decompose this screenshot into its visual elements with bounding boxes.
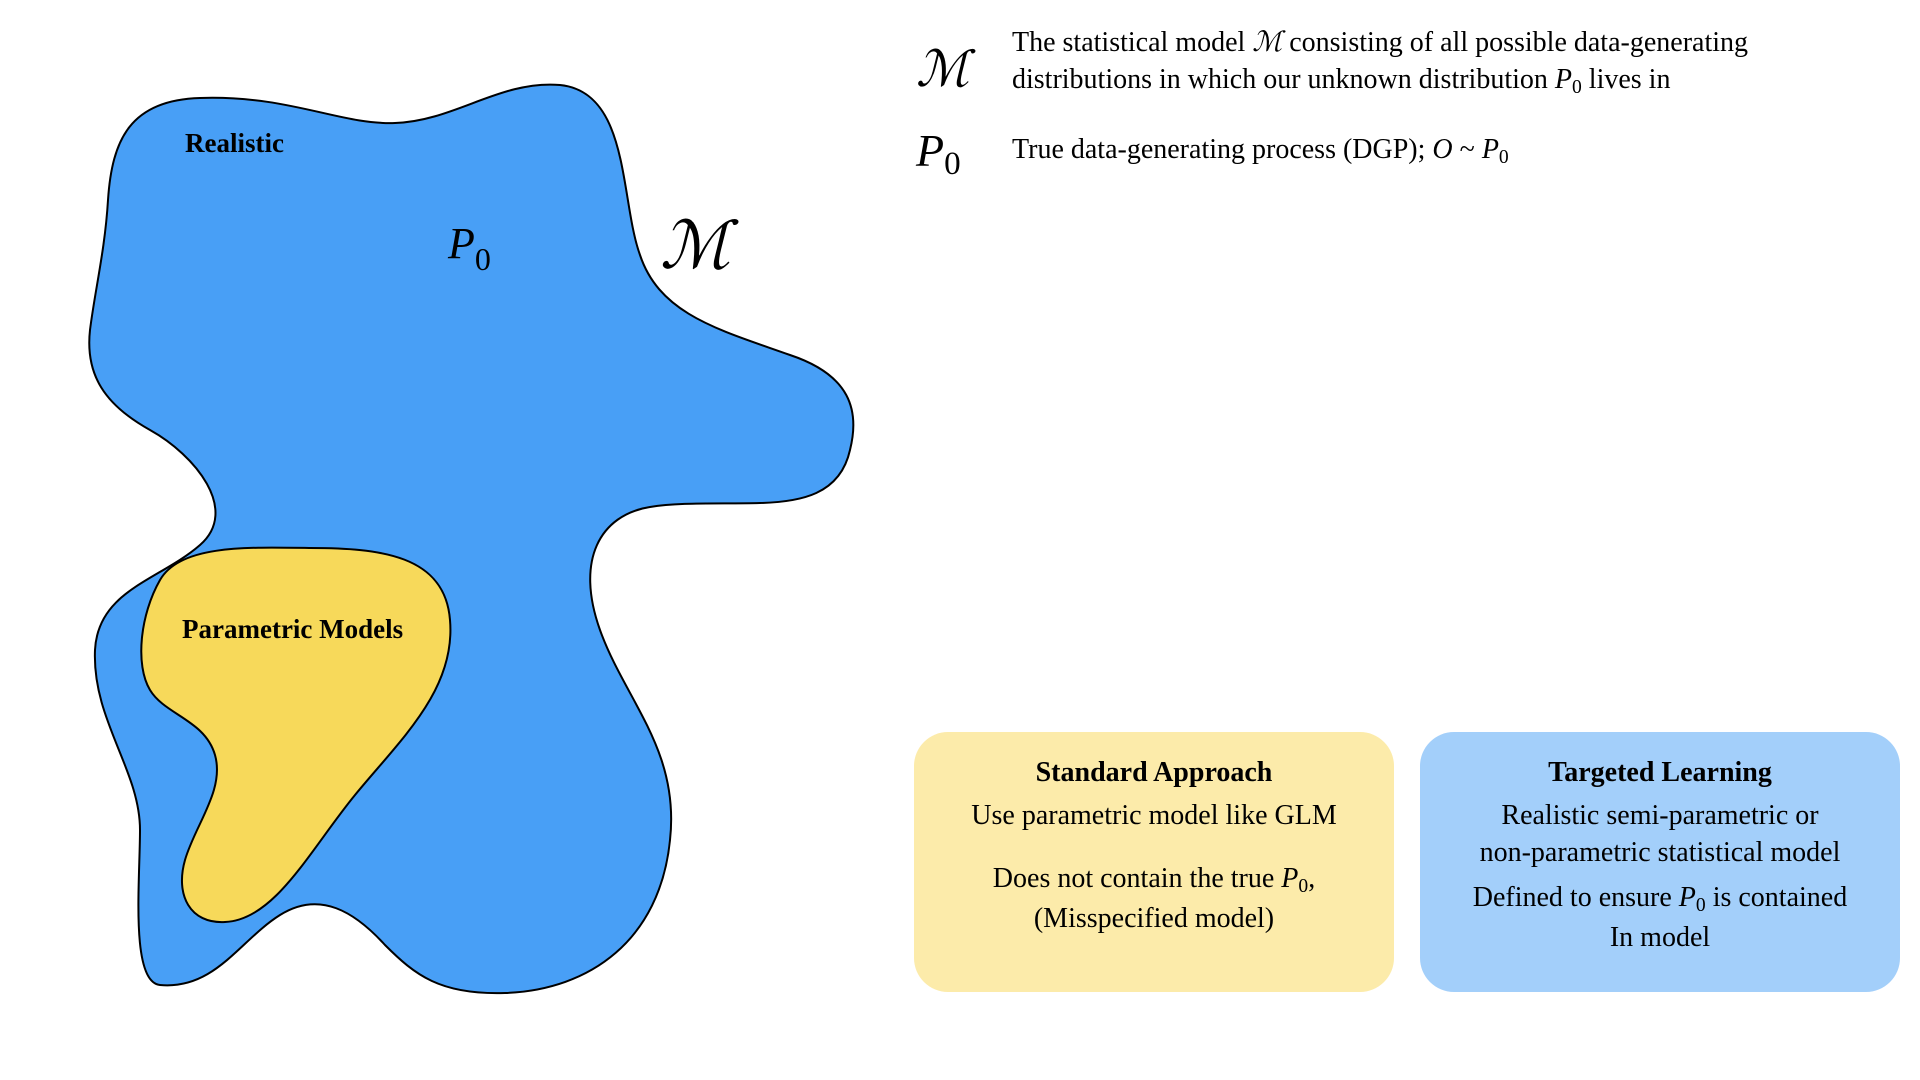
standard-approach-line-1: Use parametric model like GLM	[971, 800, 1337, 831]
targeted-learning-line-3: Defined to ensure P0 is contained	[1472, 882, 1848, 917]
standard-approach-line-3: (Misspecified model)	[1033, 903, 1275, 934]
statistical-model-symbol: ℳ	[660, 210, 739, 283]
standard-approach-box: Standard Approach Use parametric model l…	[914, 732, 1394, 992]
targeted-learning-box: Targeted Learning Realistic semi-paramet…	[1420, 732, 1900, 992]
parametric-models-label: Parametric Models	[182, 614, 403, 644]
legend-truth-text: True data-generating process (DGP); O ~ …	[1012, 134, 1509, 169]
legend-model-line-2: distributions in which our unknown distr…	[1012, 64, 1671, 99]
true-distribution-symbol: P0	[447, 219, 491, 277]
targeted-learning-line-2: non-parametric statistical model	[1479, 837, 1841, 868]
targeted-learning-line-1: Realistic semi-parametric or	[1501, 800, 1819, 831]
legend-truth-symbol: P0	[916, 125, 961, 183]
parametric-models-region	[140, 546, 452, 924]
realistic-label: Realistic	[185, 128, 284, 158]
targeted-learning-line-4: In model	[1609, 922, 1711, 953]
legend-model-symbol: ℳ	[916, 41, 970, 97]
legend-model-row: ℳ The statistical model ℳ consisting of …	[916, 24, 1748, 101]
targeted-learning-title: Targeted Learning	[1548, 757, 1772, 788]
legend-truth-row: P0 True data-generating process (DGP); O…	[916, 125, 1509, 183]
legend-model-line-1: The statistical model ℳ consisting of al…	[1012, 27, 1749, 58]
standard-approach-title: Standard Approach	[1035, 757, 1273, 788]
standard-approach-line-2: Does not contain the true P0,	[992, 863, 1316, 898]
legend-model-text: The statistical model ℳ consisting of al…	[916, 24, 1748, 101]
